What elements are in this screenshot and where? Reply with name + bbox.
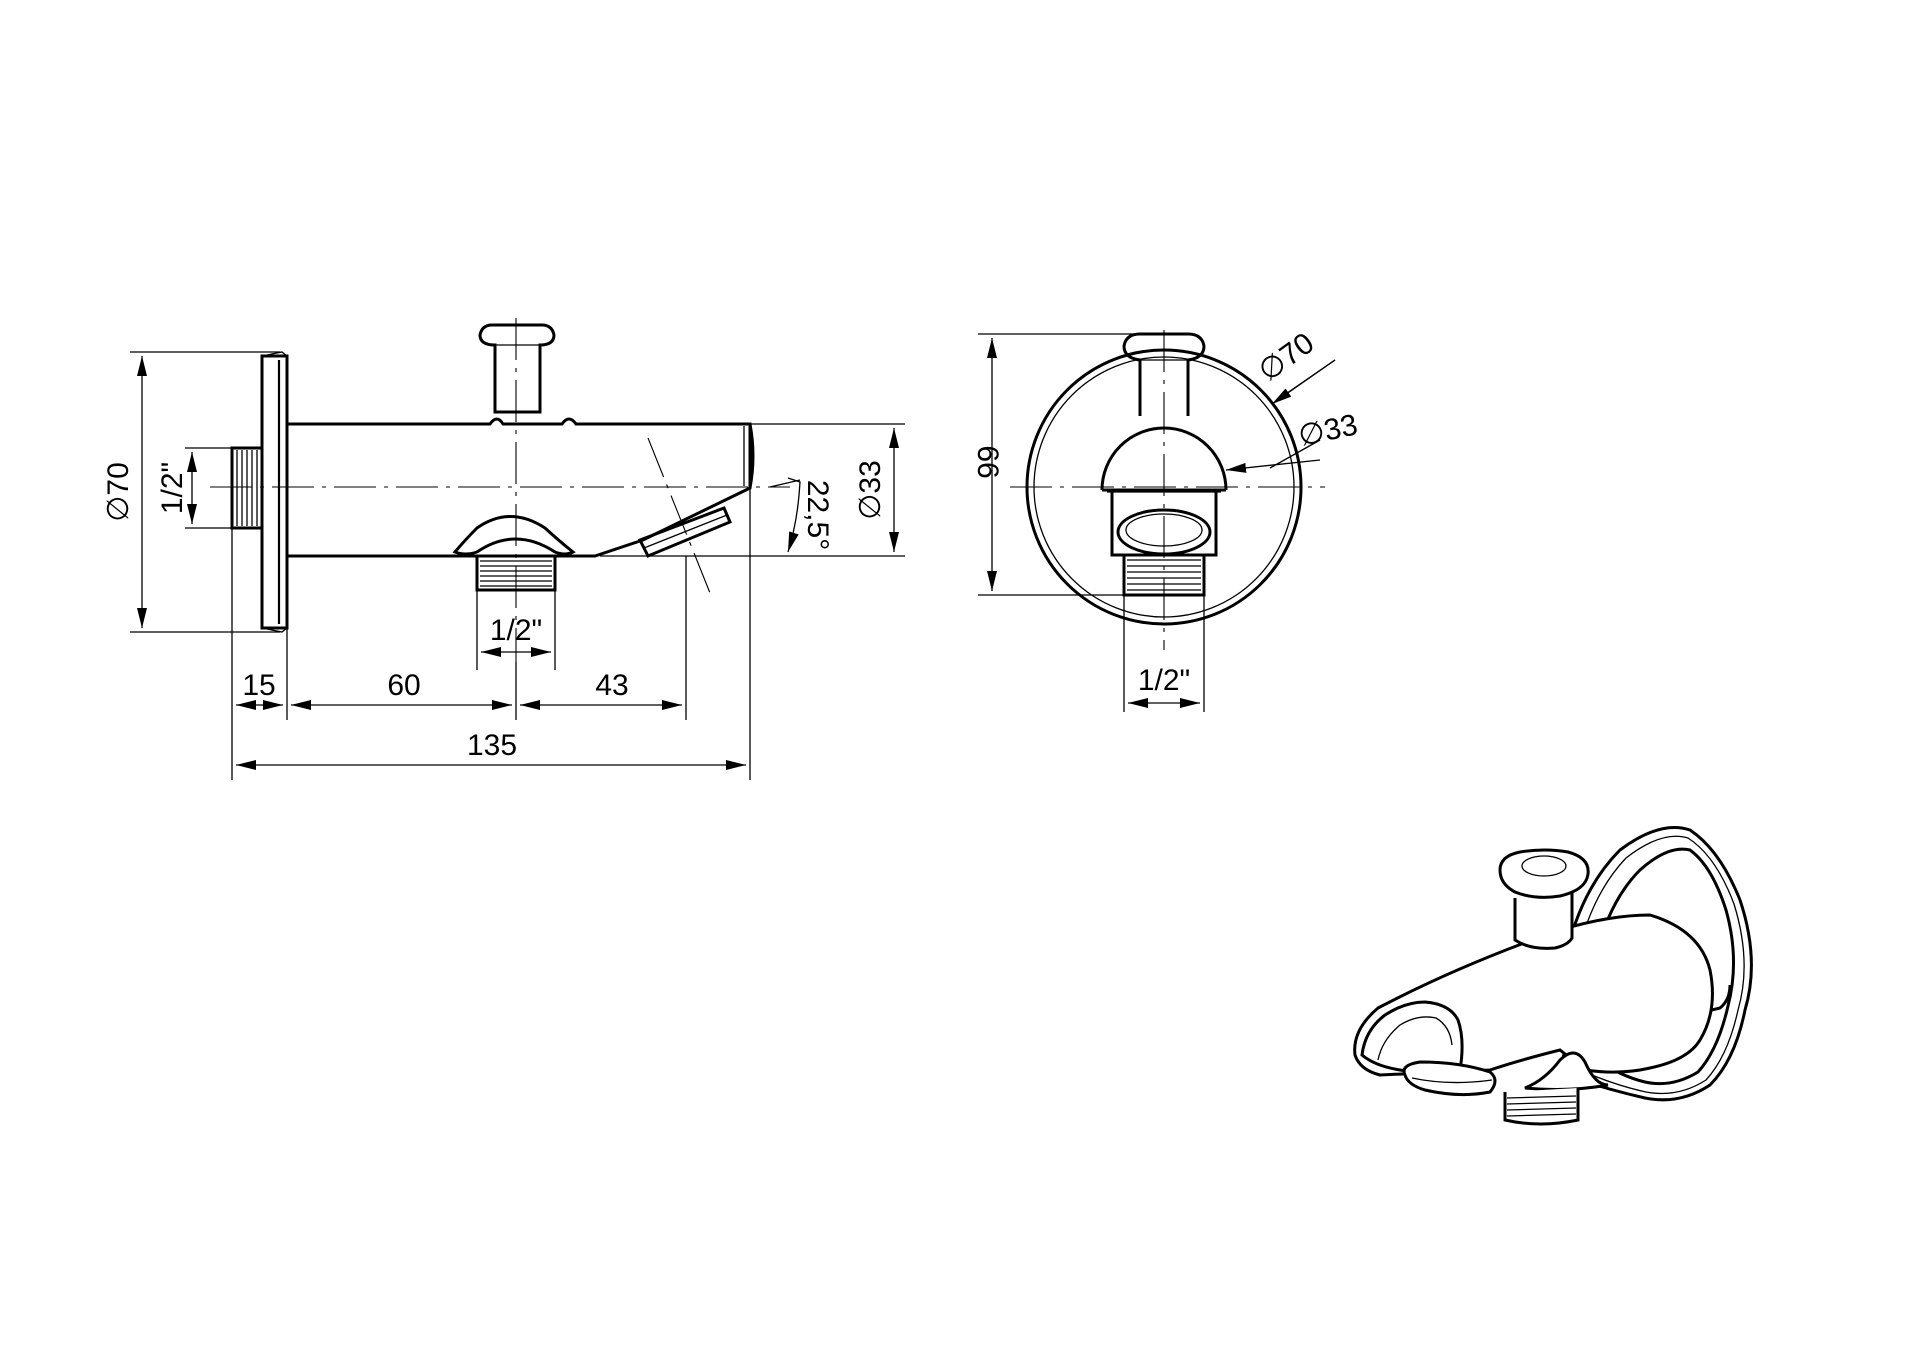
label-front-height: 66 xyxy=(971,445,1004,478)
label-side-outlet-thread: 1/2" xyxy=(490,614,542,647)
iso-nozzle xyxy=(1402,1060,1497,1097)
label-dim-outlet-to-spout: 43 xyxy=(595,669,628,702)
label-dim-flange: 15 xyxy=(242,669,275,702)
front-view: 66 1/2" ∅70 ∅33 xyxy=(971,326,1361,712)
label-dim-to-outlet: 60 xyxy=(387,669,420,702)
dim-line-front-flange-diameter xyxy=(1271,359,1336,405)
iso-diverter-knob xyxy=(1498,848,1590,950)
label-front-outlet-thread: 1/2" xyxy=(1138,664,1190,697)
dim-line-spout-angle xyxy=(787,477,801,553)
label-side-spout-diameter: ∅33 xyxy=(854,460,887,520)
label-side-inlet-thread: 1/2" xyxy=(156,462,189,514)
label-side-flange-diameter: ∅70 xyxy=(102,462,135,522)
isometric-view xyxy=(1353,826,1753,1126)
dim-line-front-body-diameter xyxy=(1225,459,1321,473)
side-view: ∅70 1/2" ∅33 22,5° 1/2" 15 60 43 135 xyxy=(102,318,905,780)
side-spout-axis xyxy=(647,437,713,599)
label-overall-length: 135 xyxy=(467,729,517,762)
label-front-flange-diameter: ∅70 xyxy=(1253,326,1321,388)
side-extension-lines xyxy=(130,351,905,780)
side-spout-body xyxy=(287,417,755,558)
label-front-body-diameter: ∅33 xyxy=(1295,408,1360,453)
iso-outlet xyxy=(1503,1051,1609,1126)
side-inlet-thread xyxy=(230,446,264,530)
side-outlet-cone xyxy=(452,515,576,556)
side-flange xyxy=(260,351,289,633)
label-side-spout-angle: 22,5° xyxy=(801,480,834,550)
side-diverter-knob xyxy=(478,323,556,414)
iso-spout-body xyxy=(1353,913,1714,1077)
front-outlet-thread xyxy=(1122,553,1206,597)
side-spout-nozzle xyxy=(637,506,732,558)
